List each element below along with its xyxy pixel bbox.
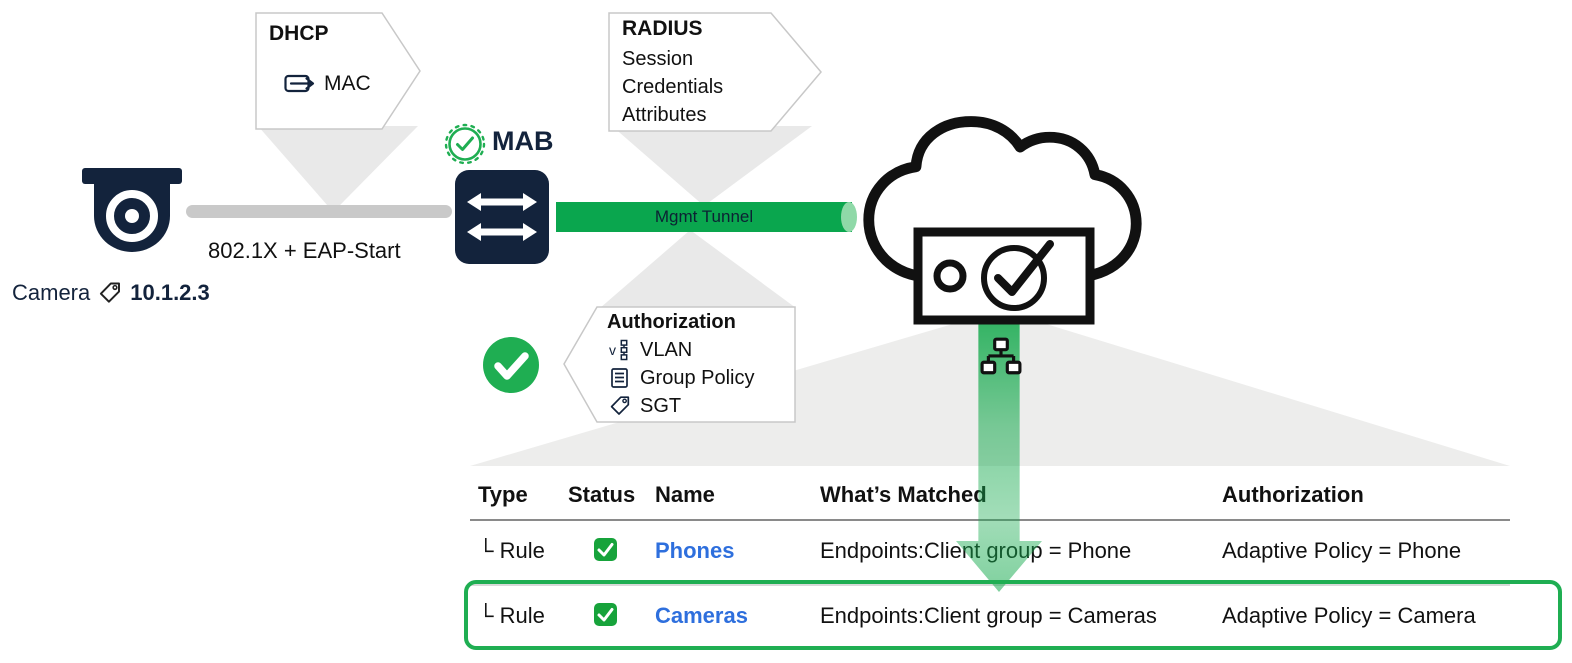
rule-authorization-phones: Adaptive Policy = Phone <box>1222 538 1462 563</box>
authorization-item-sgt-label: SGT <box>640 394 682 417</box>
status-checkbox-cameras[interactable] <box>594 603 617 626</box>
dhcp-mac-row: MAC <box>284 72 371 96</box>
authorization-item-group-policy-label: Group Policy <box>640 366 755 389</box>
sgt-tag-icon <box>608 394 632 418</box>
status-checkbox-phones[interactable] <box>594 538 617 561</box>
authorization-beam <box>600 230 796 308</box>
rule-authorization-cameras: Adaptive Policy = Camera <box>1222 603 1476 628</box>
table-header-authorization: Authorization <box>1222 482 1364 507</box>
authorization-callout-title: Authorization <box>607 311 736 333</box>
authorization-item-vlan-label: VLAN <box>640 338 693 361</box>
table-header-rule <box>470 519 1510 521</box>
tag-icon <box>97 280 123 306</box>
dhcp-mac-label: MAC <box>324 72 371 95</box>
svg-text:v: v <box>609 342 616 358</box>
radius-line-session: Session <box>622 48 694 70</box>
status-check-icon <box>597 608 614 622</box>
status-check-icon <box>597 543 614 557</box>
rule-name-link-cameras[interactable]: Cameras <box>655 603 748 628</box>
mgmt-tunnel-label: Mgmt Tunnel <box>654 207 754 226</box>
camera-icon <box>82 168 182 271</box>
table-header-status: Status <box>568 482 636 507</box>
link-protocol-label: 802.1X + EAP-Start <box>208 238 401 263</box>
mab-badge-icon <box>443 122 487 171</box>
authorization-item-sgt: SGT <box>608 394 681 418</box>
camera-switch-link <box>186 205 452 218</box>
tree-branch-glyph: └ <box>478 538 494 563</box>
table-header-type: Type <box>478 482 528 507</box>
rule-matched-cameras: Endpoints:Client group = Cameras <box>820 603 1157 628</box>
mab-label: MAB <box>492 126 554 156</box>
table-row-divider <box>470 584 1510 586</box>
auth-tag-icon <box>912 226 1097 336</box>
table-row-type: └Rule <box>478 538 545 563</box>
group-policy-icon <box>608 366 632 390</box>
rule-matched-phones: Endpoints:Client group = Phone <box>820 538 1132 563</box>
rule-name-link-phones[interactable]: Phones <box>655 538 735 563</box>
radius-callout-title: RADIUS <box>622 17 703 40</box>
authorization-item-group-policy: Group Policy <box>608 366 755 390</box>
sitemap-icon <box>980 336 1022 383</box>
camera-caption: Camera 10.1.2.3 <box>12 280 210 306</box>
table-header-whats-matched: What’s Matched <box>820 482 987 507</box>
radius-line-credentials: Credentials <box>622 76 724 98</box>
table-row-type: └Rule <box>478 603 545 628</box>
table-header-name: Name <box>655 482 715 507</box>
dhcp-callout-title: DHCP <box>269 22 329 45</box>
mgmt-tunnel: Mgmt Tunnel <box>556 202 852 232</box>
tree-branch-glyph: └ <box>478 603 494 628</box>
vlan-icon: v <box>608 338 632 362</box>
tunnel-end-cap <box>841 202 857 232</box>
camera-label: Camera <box>12 280 91 305</box>
mac-icon <box>284 72 316 96</box>
radius-line-attributes: Attributes <box>622 104 707 126</box>
authorization-success-icon <box>483 337 539 393</box>
dhcp-beam <box>258 126 418 212</box>
camera-ip: 10.1.2.3 <box>130 280 210 305</box>
radius-callout-shape <box>608 12 822 132</box>
switch-icon <box>455 170 549 269</box>
authorization-callout-shape <box>563 306 796 423</box>
dhcp-callout-shape <box>255 12 421 130</box>
authorization-item-vlan: v VLAN <box>608 338 692 362</box>
radius-beam <box>612 126 812 206</box>
